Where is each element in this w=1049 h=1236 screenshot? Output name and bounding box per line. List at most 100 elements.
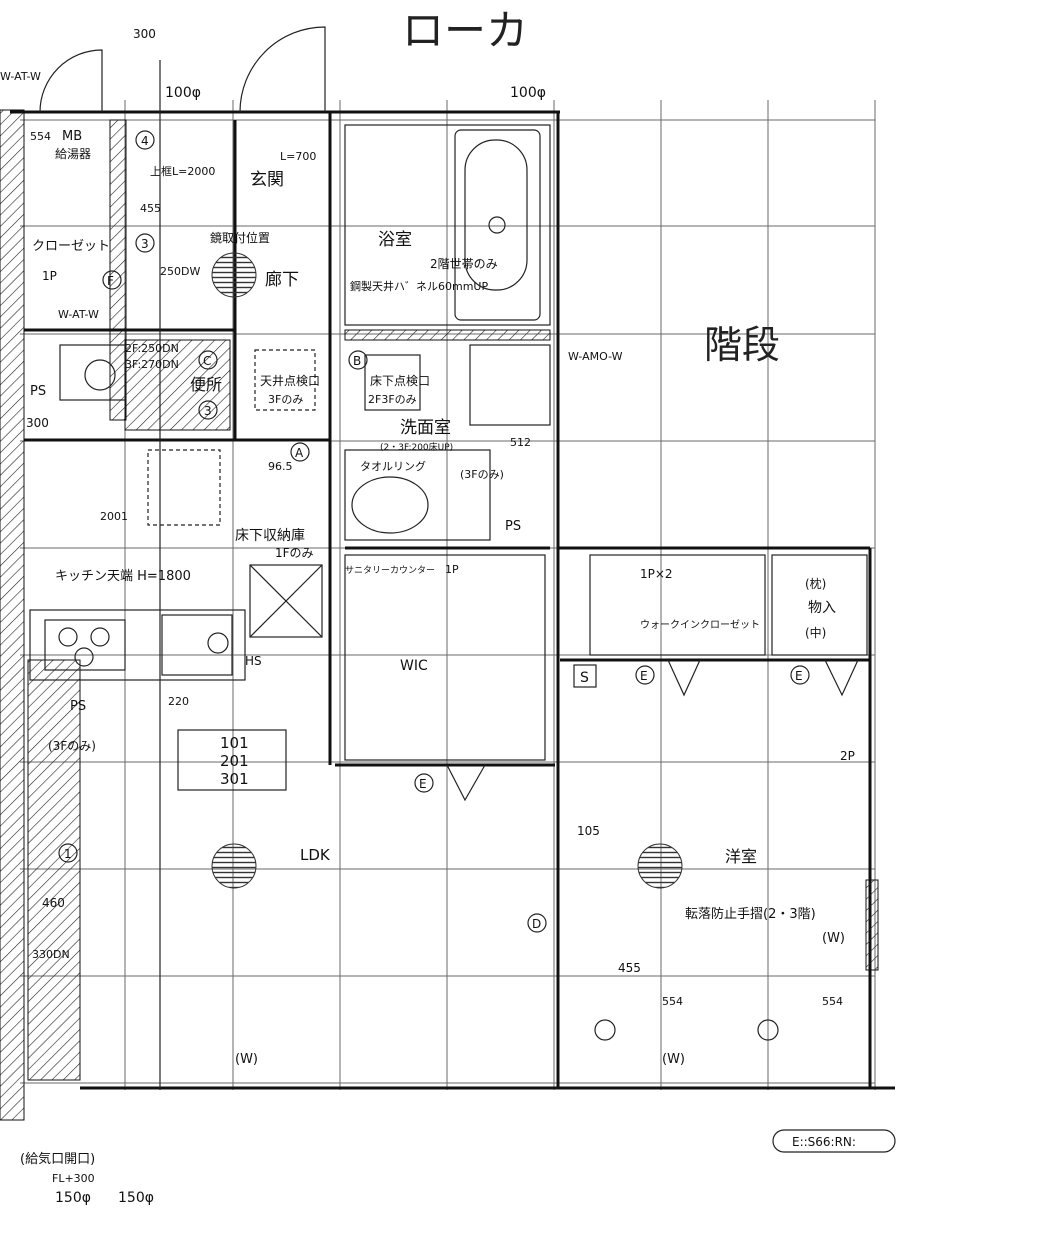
rail-w: (W) [822, 931, 845, 946]
fl300-label: FL+300 [52, 1172, 95, 1185]
sani-label: サニタリーカウンター [345, 565, 435, 576]
underfloor-box [249, 564, 323, 638]
marker-b: B [353, 354, 361, 368]
ceiling-hatch-box [254, 349, 316, 411]
marker-c: C [203, 354, 211, 368]
bath-note-2: 鋼製天井ハ゛ネル60mmUP [350, 279, 488, 293]
washing-machine [469, 344, 551, 426]
marker-s: S [580, 670, 589, 686]
pipe-150-a: 150φ [55, 1190, 91, 1206]
bathtub [454, 129, 541, 321]
burner-1 [58, 627, 78, 647]
toilet-tank [59, 344, 126, 401]
burner-3 [74, 647, 94, 667]
marker-d: D [532, 917, 541, 931]
dim-554-a: 554 [662, 995, 683, 1008]
wash-counter [344, 449, 491, 541]
ldk-label: LDK [300, 846, 331, 864]
dim-250dw: 250DW [160, 265, 200, 278]
left-wall-hatch [0, 109, 25, 1121]
dim-220: 220 [168, 695, 189, 708]
burner-2 [90, 627, 110, 647]
stairs-label: 階段 [704, 323, 780, 367]
dim-554-b: 554 [822, 995, 843, 1008]
unit-101: 101 [220, 734, 249, 752]
woam-w-label: W-AMO-W [568, 350, 623, 363]
scale-label: E::S66:RN: [792, 1135, 856, 1149]
toilet-hatch [124, 339, 231, 431]
walk-closet-label: ウォークインクローゼット [640, 619, 760, 631]
closet-1p: 1P [42, 269, 57, 283]
toilet-dn2: 3F:270DN [125, 358, 179, 371]
bathroom [344, 124, 551, 326]
mirror-label: 鏡取付位置 [210, 230, 270, 245]
western-w: (W) [662, 1052, 685, 1067]
unit-201: 201 [220, 752, 249, 770]
dim-554-c: 554 [30, 130, 51, 143]
underfloor-label: 床下収納庫 [235, 527, 305, 544]
dim-455-a: 455 [140, 202, 161, 215]
ps-3f: (3Fのみ) [48, 739, 96, 753]
hs-label: HS [245, 654, 262, 668]
lintel-label: 上框L=2000 [150, 165, 215, 178]
wic-label: WIC [400, 658, 428, 674]
ceiling-hatch-note: 3Fのみ [268, 393, 303, 406]
kitchen-counter [29, 609, 246, 681]
wat-w-label-1: W-AT-W [0, 70, 41, 83]
ceiling-hatch-label: 天井点検口 [260, 374, 320, 388]
storage-mid: (中) [805, 625, 826, 640]
walk-closet-1px2: 1P×2 [640, 567, 673, 581]
r-box [147, 449, 221, 526]
marker-1: 1 [64, 847, 72, 861]
storage-top: (枕) [805, 576, 826, 591]
sani-1p: 1P [445, 563, 459, 576]
dim-96: 96.5 [268, 460, 293, 473]
toilet-label: 便所 [190, 375, 222, 394]
marker-e-1: E [419, 777, 427, 791]
vents [211, 252, 683, 889]
ldk-w: (W) [235, 1052, 258, 1067]
wash-basin [351, 476, 429, 534]
l700-label: L=700 [280, 150, 316, 163]
dim-300-left: 300 [26, 416, 49, 430]
bath-note-1: 2階世帯のみ [430, 256, 498, 271]
marker-a: A [295, 446, 304, 460]
wash-note: (2・3F:200床UP) [380, 441, 453, 453]
bath-wall [344, 329, 551, 341]
hall-label: 廊下 [265, 270, 299, 290]
floor-hatch-label: 床下点検口 [370, 374, 430, 388]
ps-label-2: PS [505, 519, 521, 534]
unit-number-box [177, 729, 287, 791]
wat-w-label-2: W-AT-W [58, 308, 99, 321]
marker-e-3: E [795, 669, 803, 683]
floor-hatch-box [364, 354, 421, 411]
bathtub-inner [464, 139, 528, 291]
air-inlet-label: (給気口開口) [20, 1151, 95, 1167]
room-2p: 2P [840, 749, 855, 763]
fall-rail-label: 転落防止手摺(2・3階) [685, 906, 816, 922]
stove [44, 619, 126, 671]
underfloor-note: 1Fのみ [275, 546, 314, 560]
entrance-label: 玄関 [250, 170, 284, 190]
marker-4: 4 [141, 134, 149, 148]
washroom-label: 洗面室 [400, 418, 451, 438]
wic-area [344, 554, 546, 761]
walls [10, 110, 895, 1090]
fall-rail [865, 879, 879, 971]
pipe-150-b: 150φ [118, 1190, 154, 1206]
light-1 [594, 1019, 616, 1041]
marker-e-2: E [640, 669, 648, 683]
pipe-100-b: 100φ [510, 85, 546, 101]
floor-hatch-note: 2F3Fのみ [368, 393, 417, 406]
dim-2001: 2001 [100, 510, 128, 523]
pipe-100-a: 100φ [165, 85, 201, 101]
dim-330: 330DN [32, 948, 70, 961]
dim-105: 105 [577, 824, 600, 838]
dim-300-top: 300 [133, 27, 156, 41]
marker-3-b: 3 [204, 404, 212, 418]
marker-3-a: 3 [141, 237, 149, 251]
bath-drain [488, 216, 506, 234]
towel-label: タオルリング [360, 459, 426, 473]
markers: A B C D E E E F 1 3 3 4 S [58, 130, 810, 933]
